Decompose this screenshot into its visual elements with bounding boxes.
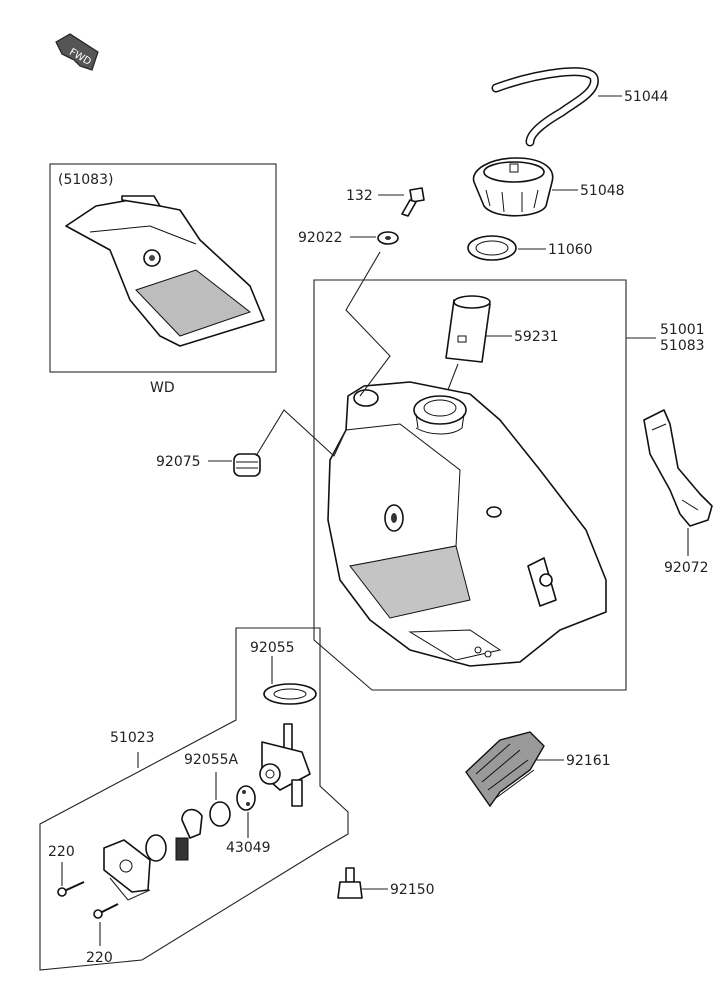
label-92072: 92072: [664, 560, 709, 576]
fwd-arrow-icon: FWD: [55, 33, 99, 71]
inset-code-label: (51083): [58, 172, 113, 188]
part-59231-filter: [445, 295, 491, 363]
label-220-bottom: 220: [86, 950, 113, 966]
part-51048-fuel-cap: [472, 157, 554, 217]
part-11060-gasket: [467, 235, 517, 261]
part-92161-pad: [465, 731, 545, 808]
part-oring-small: [145, 834, 167, 862]
inset-caption: WD: [150, 380, 175, 396]
inset-tank-drawing: [65, 195, 265, 347]
inset-frame: [49, 163, 277, 373]
main-fuel-tank: [327, 381, 607, 667]
part-51044-hose: [491, 67, 599, 147]
label-92150: 92150: [390, 882, 435, 898]
part-fuel-cock-body: [259, 723, 311, 807]
part-43049-plate: [236, 785, 256, 811]
part-92150-bolt: [337, 867, 363, 899]
label-51044: 51044: [624, 89, 669, 105]
part-strainer: [175, 808, 203, 861]
fuel-cock-group-frame: [39, 627, 349, 971]
label-51083: 51083: [660, 338, 705, 354]
label-92022: 92022: [298, 230, 343, 246]
part-92022-washer: [377, 231, 399, 245]
part-92055A-oring: [209, 801, 231, 827]
part-92072-strap: [643, 409, 713, 527]
part-220-screw-b: [93, 903, 119, 919]
label-132: 132: [346, 188, 373, 204]
part-lever-plate: [103, 839, 151, 893]
label-59231: 59231: [514, 329, 559, 345]
label-43049: 43049: [226, 840, 271, 856]
part-132-bolt: [401, 187, 425, 217]
label-92161: 92161: [566, 753, 611, 769]
label-51023: 51023: [110, 730, 155, 746]
label-92075: 92075: [156, 454, 201, 470]
label-11060: 11060: [548, 242, 593, 258]
label-92055: 92055: [250, 640, 295, 656]
label-51048: 51048: [580, 183, 625, 199]
label-51001: 51001: [660, 322, 705, 338]
part-92075-grommet: [233, 453, 261, 477]
label-92055A: 92055A: [184, 752, 239, 768]
part-92055-gasket: [263, 683, 317, 705]
label-220-top: 220: [48, 844, 75, 860]
tank-group-frame: [313, 279, 627, 691]
part-220-screw-a: [57, 881, 85, 897]
